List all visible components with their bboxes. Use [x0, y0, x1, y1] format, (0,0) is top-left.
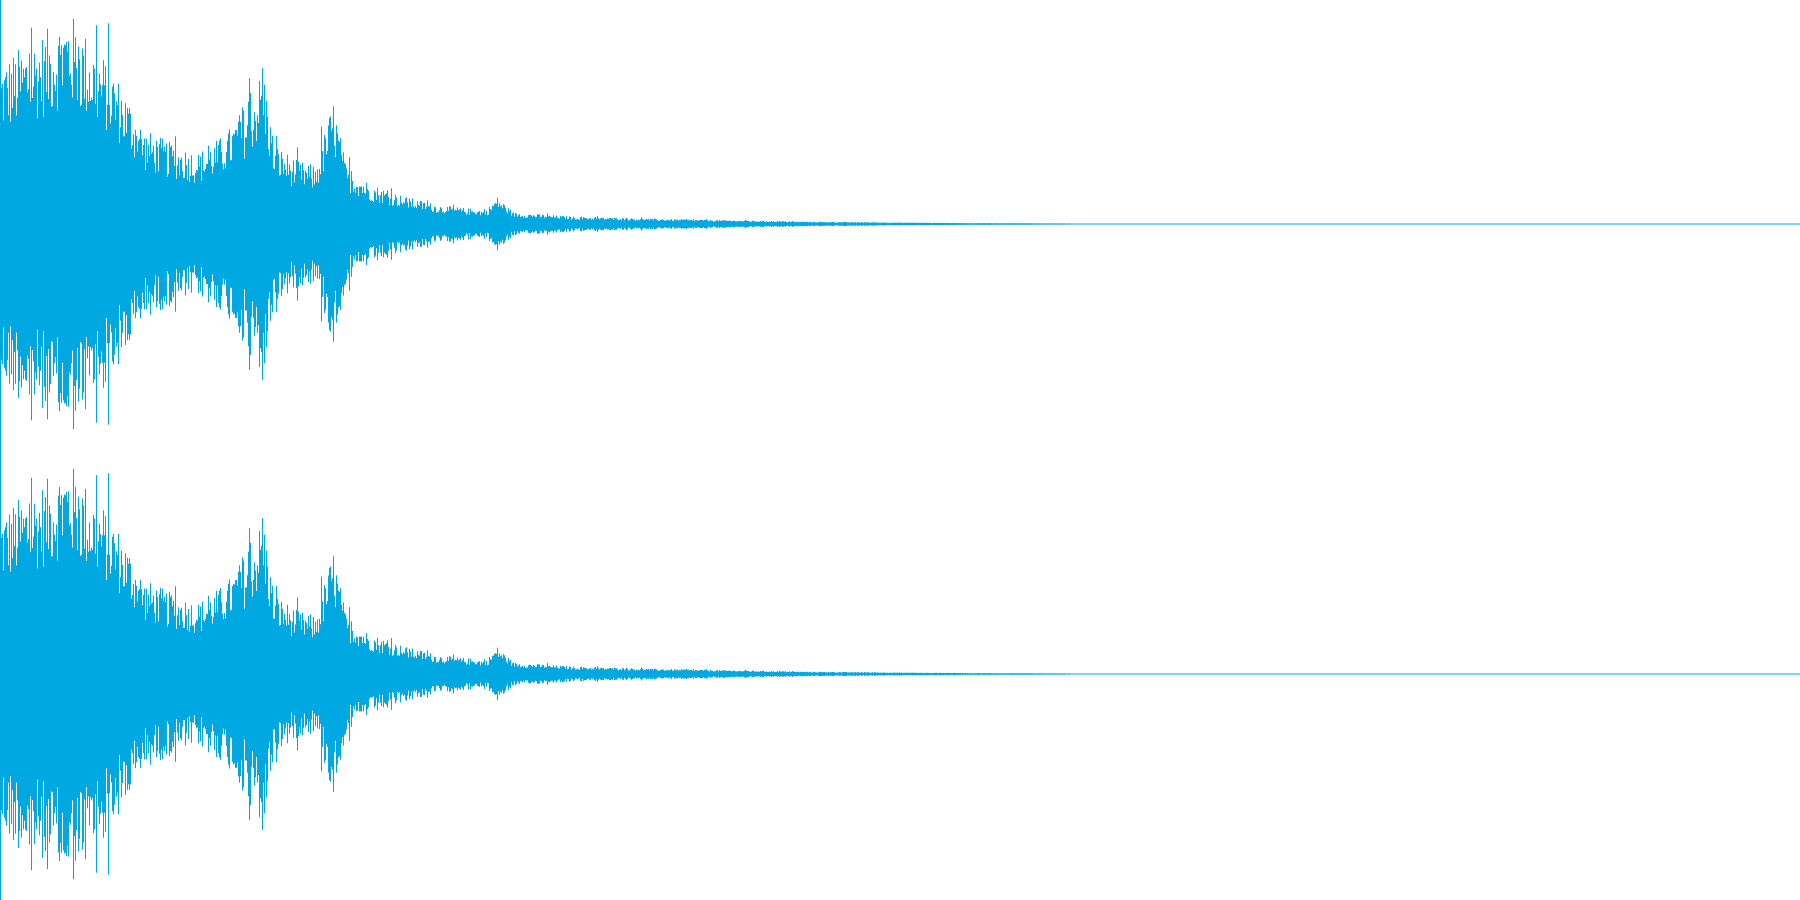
waveform-channel-2[interactable] — [0, 450, 1800, 900]
waveform-channel-1[interactable] — [0, 0, 1800, 450]
